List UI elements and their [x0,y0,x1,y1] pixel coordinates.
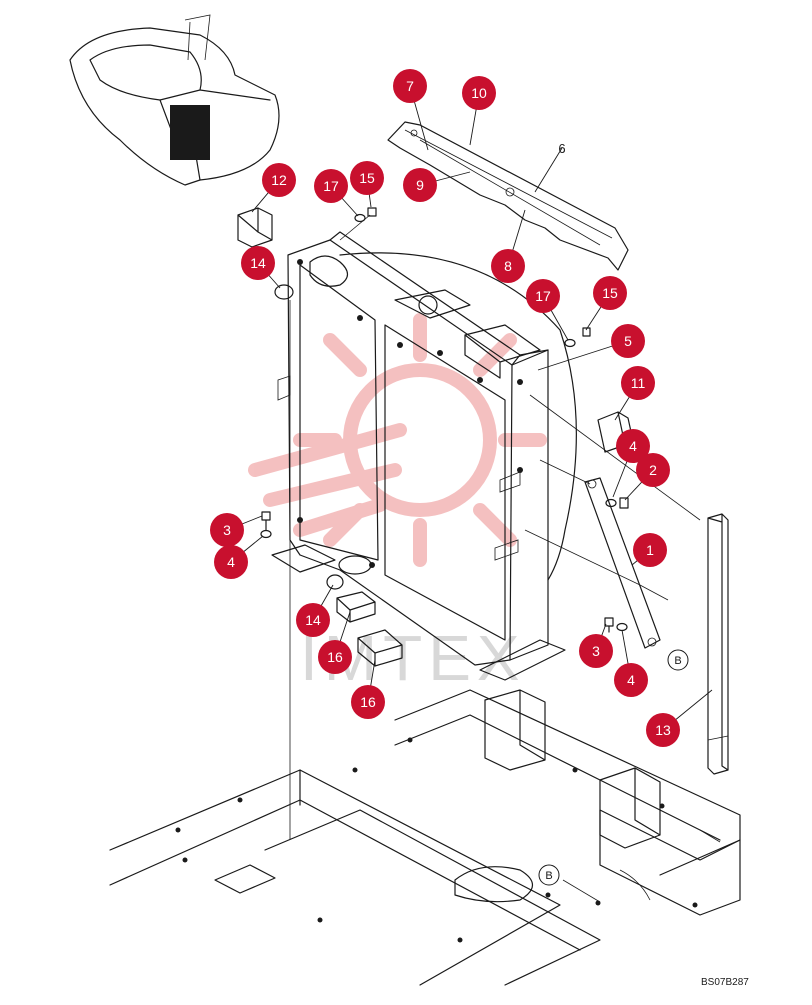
callout-balloon [621,366,655,400]
callout-label: 8 [504,258,512,274]
callout-4: 4 [614,663,648,697]
reference-B: B [538,864,560,886]
callout-balloon [214,545,248,579]
callout-14: 14 [296,603,330,637]
callout-balloon [351,685,385,719]
reference-circle [538,864,560,886]
callout-label: 9 [416,177,424,193]
callout-9: 9 [403,168,437,202]
radiator-core [271,231,577,681]
callout-balloon [210,513,244,547]
callout-label: 16 [327,649,343,665]
callout-10: 10 [462,76,496,110]
callout-17: 17 [314,169,348,203]
callout-16: 16 [351,685,385,719]
reference-B: B [667,649,689,671]
reference-label: B [545,870,552,882]
callout-17: 17 [526,279,560,313]
callout-label: 7 [406,78,414,94]
callout-label: 4 [227,554,235,570]
callout-balloon [526,279,560,313]
callout-balloon [491,249,525,283]
callout-2: 2 [636,453,670,487]
reference-label: B [674,655,681,667]
callout-label: 4 [629,438,637,454]
callout-label: 12 [271,172,287,188]
callout-7: 7 [393,69,427,103]
callout-balloon [593,276,627,310]
callout-label: 14 [305,612,321,628]
callout-label: 2 [649,462,657,478]
callout-8: 8 [491,249,525,283]
callout-label: 15 [359,170,375,186]
callout-balloon [633,533,667,567]
callout-label: 6 [558,141,565,156]
top-cover-panel [387,121,629,271]
callout-13: 13 [646,713,680,747]
small-parts [237,207,729,775]
callout-balloon [462,76,496,110]
callout-balloon [296,603,330,637]
callout-16: 16 [318,640,352,674]
callout-label: 13 [655,722,671,738]
callout-balloon [262,163,296,197]
callout-balloon [241,246,275,280]
callout-label: 17 [323,178,339,194]
callout-label: 3 [223,522,231,538]
callout-balloon [611,324,645,358]
callout-3: 3 [210,513,244,547]
callout-14: 14 [241,246,275,280]
callout-6: 6 [558,141,565,156]
callout-15: 15 [593,276,627,310]
callout-label: 14 [250,255,266,271]
callout-balloon [350,161,384,195]
drawing-code: BS07B287 [701,977,749,988]
callout-balloon [393,69,427,103]
callout-label: 1 [646,542,654,558]
callout-4: 4 [616,429,650,463]
callout-label: 16 [360,694,376,710]
callout-balloon [403,168,437,202]
callout-11: 11 [621,366,655,400]
callout-label: 3 [592,643,600,659]
callout-balloon [646,713,680,747]
callout-1: 1 [633,533,667,567]
callout-label: 17 [535,288,551,304]
callout-label: 10 [471,85,487,101]
callout-3: 3 [579,634,613,668]
reference-markers: BB [538,649,689,886]
callout-balloon [314,169,348,203]
assembly-lines [289,214,701,903]
upper-frame-chassis [109,689,741,986]
callout-label: 4 [627,672,635,688]
callout-4: 4 [214,545,248,579]
reference-circle [667,649,689,671]
machine-inset [69,14,280,186]
callout-15: 15 [350,161,384,195]
callout-balloon [616,429,650,463]
callout-12: 12 [262,163,296,197]
watermark-logo [248,313,547,567]
callout-label: 11 [631,375,646,391]
callout-balloon [636,453,670,487]
callout-label: 5 [624,333,632,349]
callout-balloon [579,634,613,668]
callout-balloon [614,663,648,697]
callout-5: 5 [611,324,645,358]
callout-balloon [318,640,352,674]
callout-label: 15 [602,285,618,301]
callout-leader [534,147,563,193]
